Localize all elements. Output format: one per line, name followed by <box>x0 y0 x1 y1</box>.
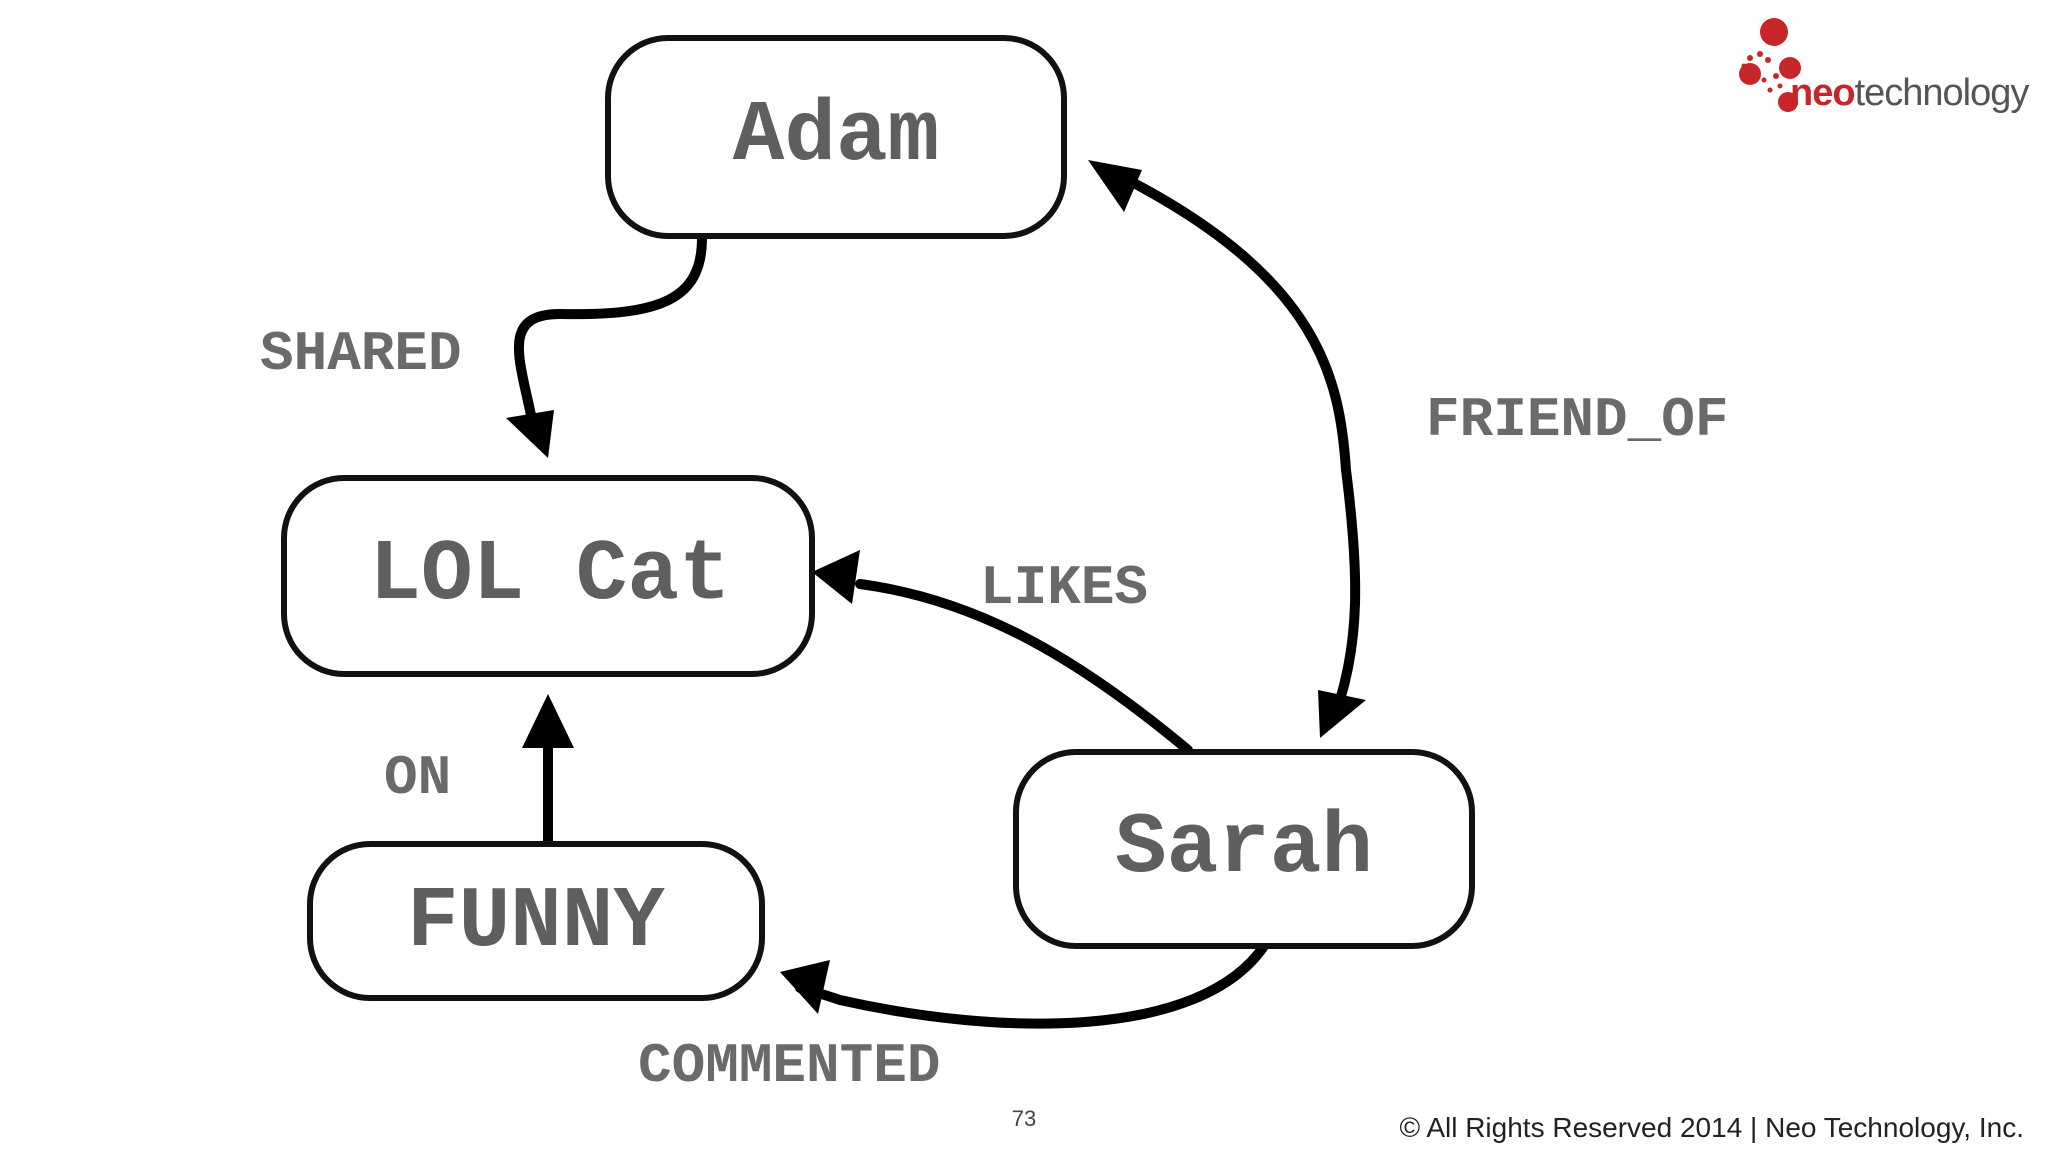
edge-friend-of-arrowhead-sarah <box>1318 690 1366 738</box>
node-adam-label: Adam <box>733 87 939 185</box>
edge-friend-of <box>1123 175 1361 705</box>
edge-commented <box>795 941 1269 1029</box>
edge-likes <box>855 579 1193 755</box>
logo-wordmark: neotechnology <box>1790 72 2030 115</box>
edge-friend-of-arrowhead-adam <box>1088 160 1142 212</box>
node-funny: FUNNY <box>307 841 765 1001</box>
node-funny-box <box>307 841 765 1001</box>
edge-shared-arrowhead <box>506 410 554 458</box>
edge-on-arrowhead <box>522 694 574 748</box>
node-funny-label: FUNNY <box>407 873 665 971</box>
edge-likes-label: LIKES <box>980 556 1148 620</box>
edge-labels: SHARED FRIEND_OF LIKES ON COMMENTED <box>260 322 1728 1098</box>
edge-commented-label: COMMENTED <box>638 1034 940 1098</box>
node-sarah: Sarah <box>1013 749 1475 949</box>
logo-wordmark-neo: neo <box>1790 72 1856 114</box>
node-sarah-box <box>1013 749 1475 949</box>
logo-wordmark-technology: technology <box>1854 72 2030 114</box>
copyright-notice: © All Rights Reserved 2014 | Neo Technol… <box>1399 1112 2024 1143</box>
edge-likes-arrowhead <box>812 550 860 604</box>
edge-friend-of-label: FRIEND_OF <box>1426 388 1728 452</box>
edge-commented-arrowhead <box>780 960 830 1014</box>
page-number: 73 <box>1011 1106 1037 1131</box>
node-adam-box <box>605 35 1067 239</box>
logo-dots-icon <box>1739 18 1801 112</box>
edge-shared-label: SHARED <box>260 322 462 386</box>
edge-on-label: ON <box>384 746 451 810</box>
nodes: Adam LOL Cat Sarah FUNNY <box>281 35 1475 1001</box>
node-lol-cat-label: LOL Cat <box>369 526 730 624</box>
edges <box>506 160 1366 1029</box>
node-adam: Adam <box>605 35 1067 239</box>
neo-technology-logo: neotechnology <box>1736 14 2030 124</box>
node-lol-cat-box <box>281 475 815 677</box>
node-lol-cat: LOL Cat <box>281 475 815 677</box>
node-sarah-label: Sarah <box>1115 799 1373 897</box>
edge-shared <box>514 233 707 425</box>
